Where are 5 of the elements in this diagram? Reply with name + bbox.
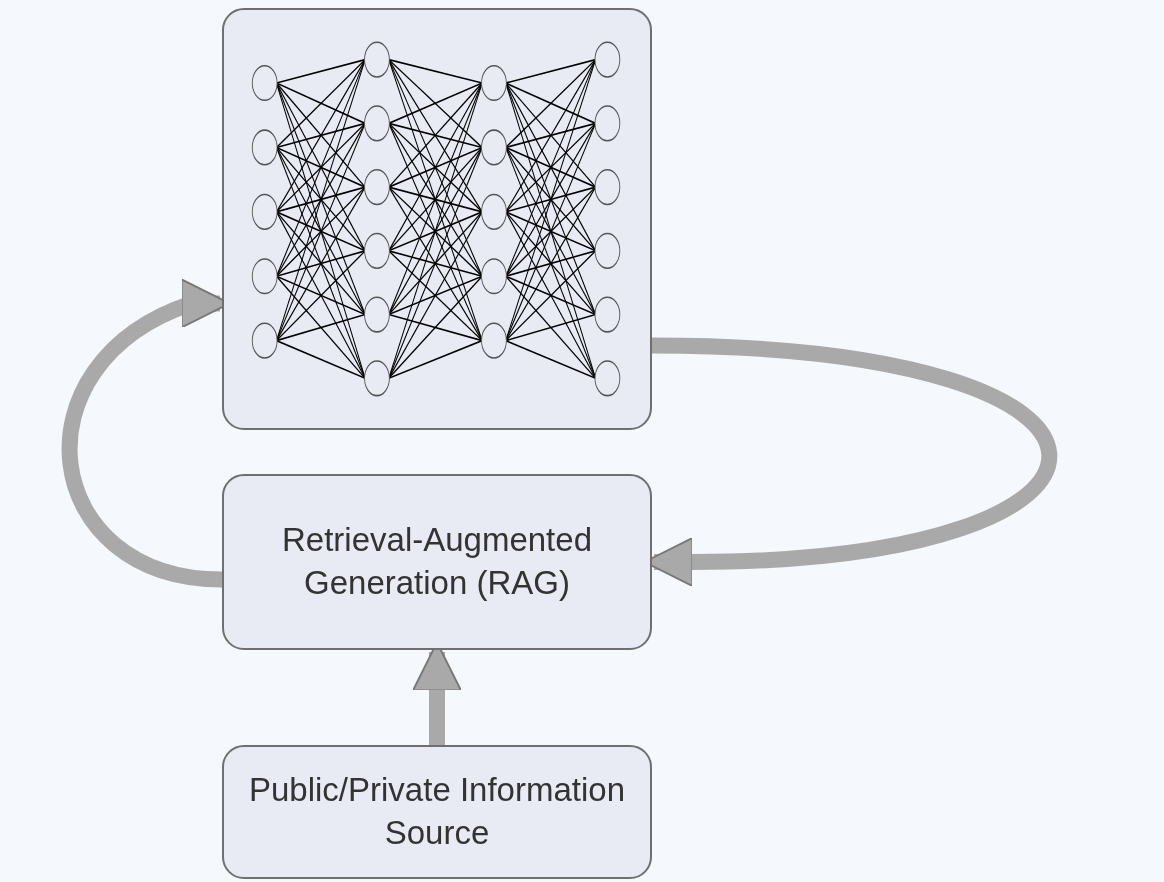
node-text: Public/Private Information Source — [248, 770, 626, 853]
process-box — [222, 745, 652, 879]
process-box — [222, 474, 652, 650]
node-text: Retrieval-Augmented Generation (RAG) — [281, 520, 593, 603]
network-panel — [222, 8, 652, 430]
